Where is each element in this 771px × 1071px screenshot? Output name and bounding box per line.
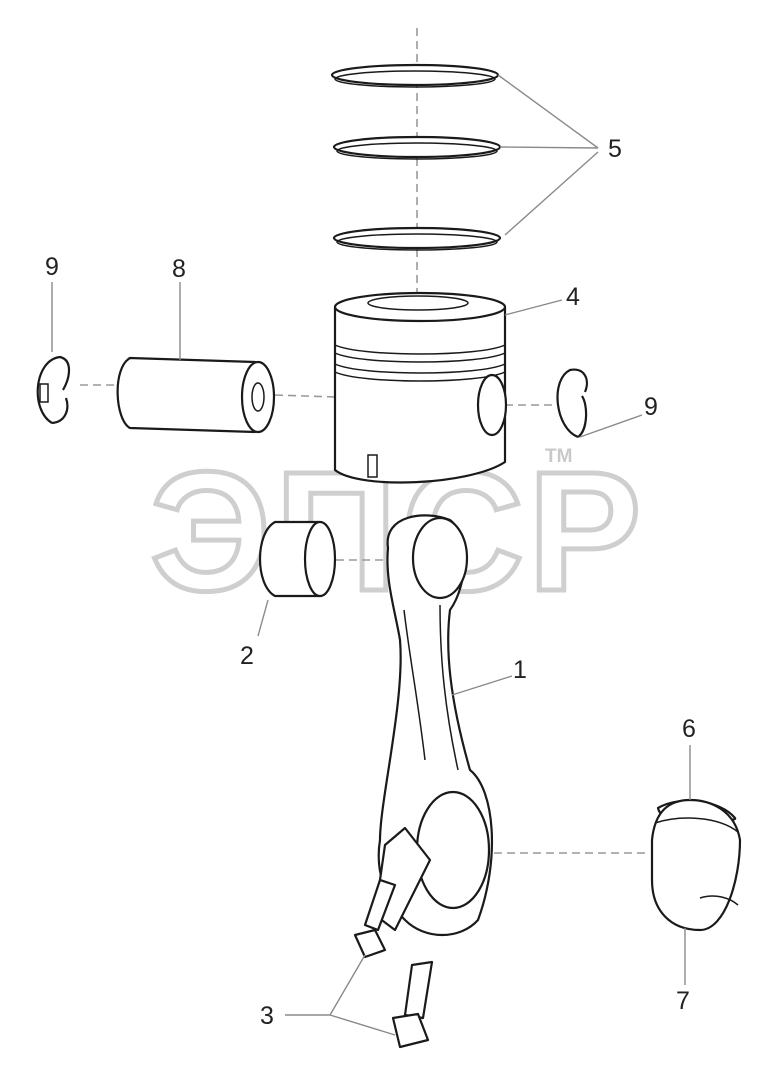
rod-big-end-bore [415,790,491,910]
callout-9-left: 9 [45,253,59,281]
callout-7: 7 [676,987,690,1015]
callouts: 5 4 9 8 9 2 1 6 7 3 [45,135,696,1030]
callout-5: 5 [608,135,622,163]
leader-9-right [579,414,643,438]
rod-bolt-lower-head [391,1012,430,1049]
bearing-shell-body [650,798,742,932]
piston-bowl [367,295,469,311]
piston-pin [116,356,276,434]
piston-ring-bottom-inner [336,233,498,251]
piston-pin-body [116,356,257,434]
piston [333,291,508,484]
rod-bolts [353,878,434,1049]
leader-2 [257,599,269,637]
circlip-left-tang [39,383,49,403]
rod-bolt-upper-shank [363,878,397,932]
piston-ring-middle [332,135,502,159]
bearing-parting-line-upper [654,817,739,833]
piston-rings [330,63,502,251]
piston-ring-top [330,63,500,87]
watermark-trademark: TM [545,446,572,467]
rod-bolt-lower-shank [403,960,434,1020]
rod-web-right [439,604,459,771]
piston-pin-end [240,360,276,434]
leader-1 [451,675,513,696]
circlip-left [36,355,71,425]
leader-lines [51,74,691,1036]
piston-skirt-notch [367,454,378,478]
rod-web-left [403,609,426,761]
leader-4 [504,299,563,316]
leader-5 [497,74,599,236]
callout-6: 6 [682,715,696,743]
piston-crown [333,291,507,323]
callout-8: 8 [172,255,186,283]
leader-3 [285,954,396,1036]
small-end-bushing [258,520,337,598]
piston-ring-middle-inner [336,142,498,160]
rod-small-end-eye [411,516,469,600]
bearing-shells [650,798,742,932]
piston-ring-bottom [332,226,502,250]
piston-groove-3 [334,363,506,374]
callout-1: 1 [513,656,527,684]
circlip-right [556,368,588,439]
rod-bolt-upper-head [353,928,387,959]
piston-body [333,305,507,484]
piston-groove-1 [334,344,506,355]
bushing-end [303,520,337,598]
piston-pin-boss [476,373,508,437]
pin-axis-line-mid [274,394,336,398]
piston-ring-top-inner [334,70,496,88]
callout-9-right: 9 [644,393,658,421]
bushing-shell [258,520,322,598]
callout-3: 3 [260,1002,274,1030]
callout-4: 4 [566,283,580,311]
piston-pin-bore [251,382,265,412]
bearing-parting-line-lower [699,895,739,906]
piston-groove-2 [334,352,506,363]
callout-2: 2 [240,642,254,670]
